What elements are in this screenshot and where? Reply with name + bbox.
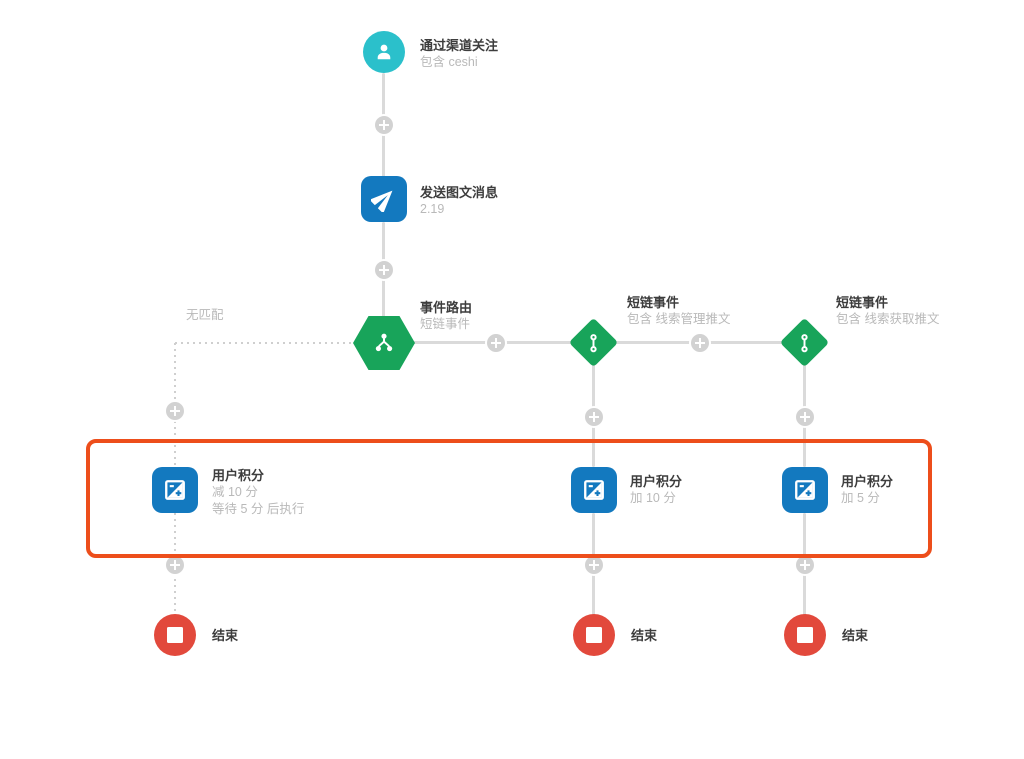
- add-step-button[interactable]: [485, 332, 507, 354]
- stop-icon: [154, 614, 196, 656]
- add-step-button[interactable]: [164, 400, 186, 422]
- connector: [592, 343, 595, 467]
- connector: [803, 343, 806, 467]
- branch-icon: [370, 329, 398, 357]
- node-user-score-2[interactable]: [571, 467, 617, 513]
- node-detail: 减 10 分: [212, 485, 258, 499]
- node-shortlink-event-2-label: 短链事件 包含 线索获取推文: [836, 294, 939, 328]
- add-step-button[interactable]: [583, 406, 605, 428]
- node-shortlink-event-1[interactable]: [568, 317, 619, 368]
- no-match-branch-label: 无匹配: [186, 308, 224, 322]
- node-detail: 等待 5 分 后执行: [212, 502, 305, 516]
- node-channel-follow[interactable]: [363, 31, 405, 73]
- node-title: 通过渠道关注: [420, 38, 499, 53]
- node-title: 用户积分: [630, 474, 683, 489]
- add-step-button[interactable]: [583, 554, 605, 576]
- node-title: 发送图文消息: [420, 185, 499, 200]
- exposure-icon: [161, 476, 189, 504]
- node-send-message-label: 发送图文消息 2.19: [420, 184, 498, 218]
- stop-icon: [573, 614, 615, 656]
- node-send-message[interactable]: [361, 176, 407, 222]
- node-subtitle: 包含 线索获取推文: [836, 312, 940, 326]
- link-icon: [581, 330, 607, 356]
- add-step-button[interactable]: [373, 259, 395, 281]
- node-detail: 加 5 分: [841, 491, 880, 505]
- node-title: 事件路由: [420, 300, 473, 315]
- node-event-router[interactable]: [353, 316, 415, 370]
- node-title: 用户积分: [841, 474, 894, 489]
- node-end-3-label: 结束: [842, 628, 869, 643]
- add-step-button[interactable]: [689, 332, 711, 354]
- node-user-score-3-label: 用户积分 加 5 分: [841, 473, 893, 507]
- stop-icon: [784, 614, 826, 656]
- node-subtitle: 2.19: [420, 202, 445, 216]
- node-user-score-2-label: 用户积分 加 10 分: [630, 473, 682, 507]
- node-subtitle: 包含 ceshi: [420, 55, 478, 69]
- node-event-router-label: 事件路由 短链事件: [420, 299, 472, 333]
- node-detail: 加 10 分: [630, 491, 676, 505]
- node-title: 用户积分: [212, 468, 265, 483]
- node-title: 短链事件: [627, 295, 680, 310]
- add-step-button[interactable]: [794, 406, 816, 428]
- add-step-button[interactable]: [164, 554, 186, 576]
- node-shortlink-event-1-label: 短链事件 包含 线索管理推文: [627, 294, 730, 328]
- add-step-button[interactable]: [373, 114, 395, 136]
- exposure-icon: [580, 476, 608, 504]
- node-end-3[interactable]: [784, 614, 826, 656]
- link-icon: [792, 330, 818, 356]
- node-title: 短链事件: [836, 295, 889, 310]
- node-user-score-1-label: 用户积分 减 10 分 等待 5 分 后执行: [212, 467, 304, 518]
- node-user-score-1[interactable]: [152, 467, 198, 513]
- node-subtitle: 短链事件: [420, 317, 471, 331]
- add-step-button[interactable]: [794, 554, 816, 576]
- person-icon: [372, 40, 396, 64]
- node-end-1[interactable]: [154, 614, 196, 656]
- node-end-2[interactable]: [573, 614, 615, 656]
- node-user-score-3[interactable]: [782, 467, 828, 513]
- node-channel-follow-label: 通过渠道关注 包含 ceshi: [420, 37, 498, 71]
- send-icon: [371, 186, 397, 212]
- node-subtitle: 包含 线索管理推文: [627, 312, 731, 326]
- exposure-icon: [791, 476, 819, 504]
- connector-dotted: [175, 342, 356, 344]
- node-end-2-label: 结束: [631, 628, 658, 643]
- node-end-1-label: 结束: [212, 628, 239, 643]
- node-shortlink-event-2[interactable]: [779, 317, 830, 368]
